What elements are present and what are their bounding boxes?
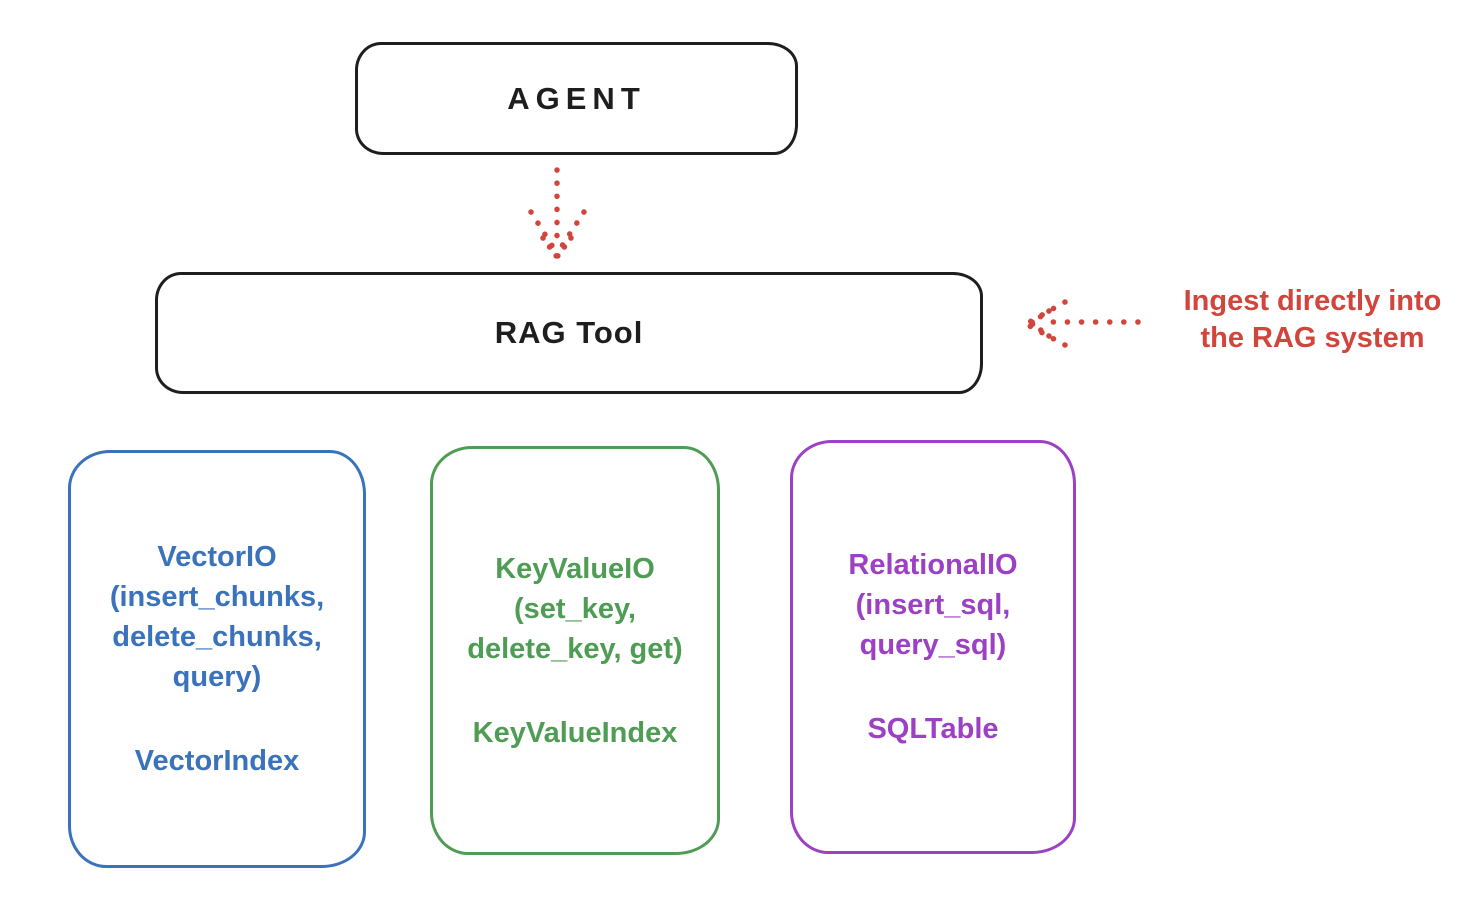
down-arrow-icon (528, 167, 587, 260)
vector-io-methods-line1: (insert_chunks, (109, 581, 325, 613)
rag-tool-node: RAG Tool (155, 272, 983, 394)
vector-index-label: VectorIndex (134, 745, 300, 777)
sql-table-label: SQLTable (867, 713, 999, 745)
ingest-annotation-line2: the RAG system (1200, 322, 1425, 354)
relational-io-methods-line2: query_sql) (859, 629, 1007, 661)
vector-io-card: VectorIO (insert_chunks, delete_chunks, … (68, 450, 366, 868)
ingest-annotation-line1: Ingest directly into (1183, 285, 1442, 317)
keyvalue-io-title: KeyValueIO (495, 552, 655, 585)
relational-io-methods-line1: (insert_sql, (855, 589, 1011, 621)
left-arrow-icon (1023, 299, 1141, 348)
relational-io-title: RelationalIO (848, 549, 1018, 581)
relational-io-card: RelationalIO (insert_sql, query_sql) SQL… (790, 440, 1076, 854)
vector-io-methods-line2: delete_chunks, (112, 621, 322, 653)
keyvalue-io-methods-line1: (set_key, (514, 592, 636, 625)
keyvalue-io-card: KeyValueIO (set_key, delete_key, get) Ke… (430, 446, 720, 855)
vector-io-methods-line3: query) (172, 661, 262, 693)
agent-node: AGENT (355, 42, 798, 155)
keyvalue-index-label: KeyValueIndex (472, 716, 678, 749)
vector-io-title: VectorIO (157, 541, 277, 573)
rag-tool-label: RAG Tool (494, 315, 644, 350)
keyvalue-io-methods-line2: delete_key, get) (467, 632, 683, 665)
agent-label: AGENT (507, 80, 646, 116)
ingest-annotation: Ingest directly into the RAG system (1140, 283, 1484, 357)
